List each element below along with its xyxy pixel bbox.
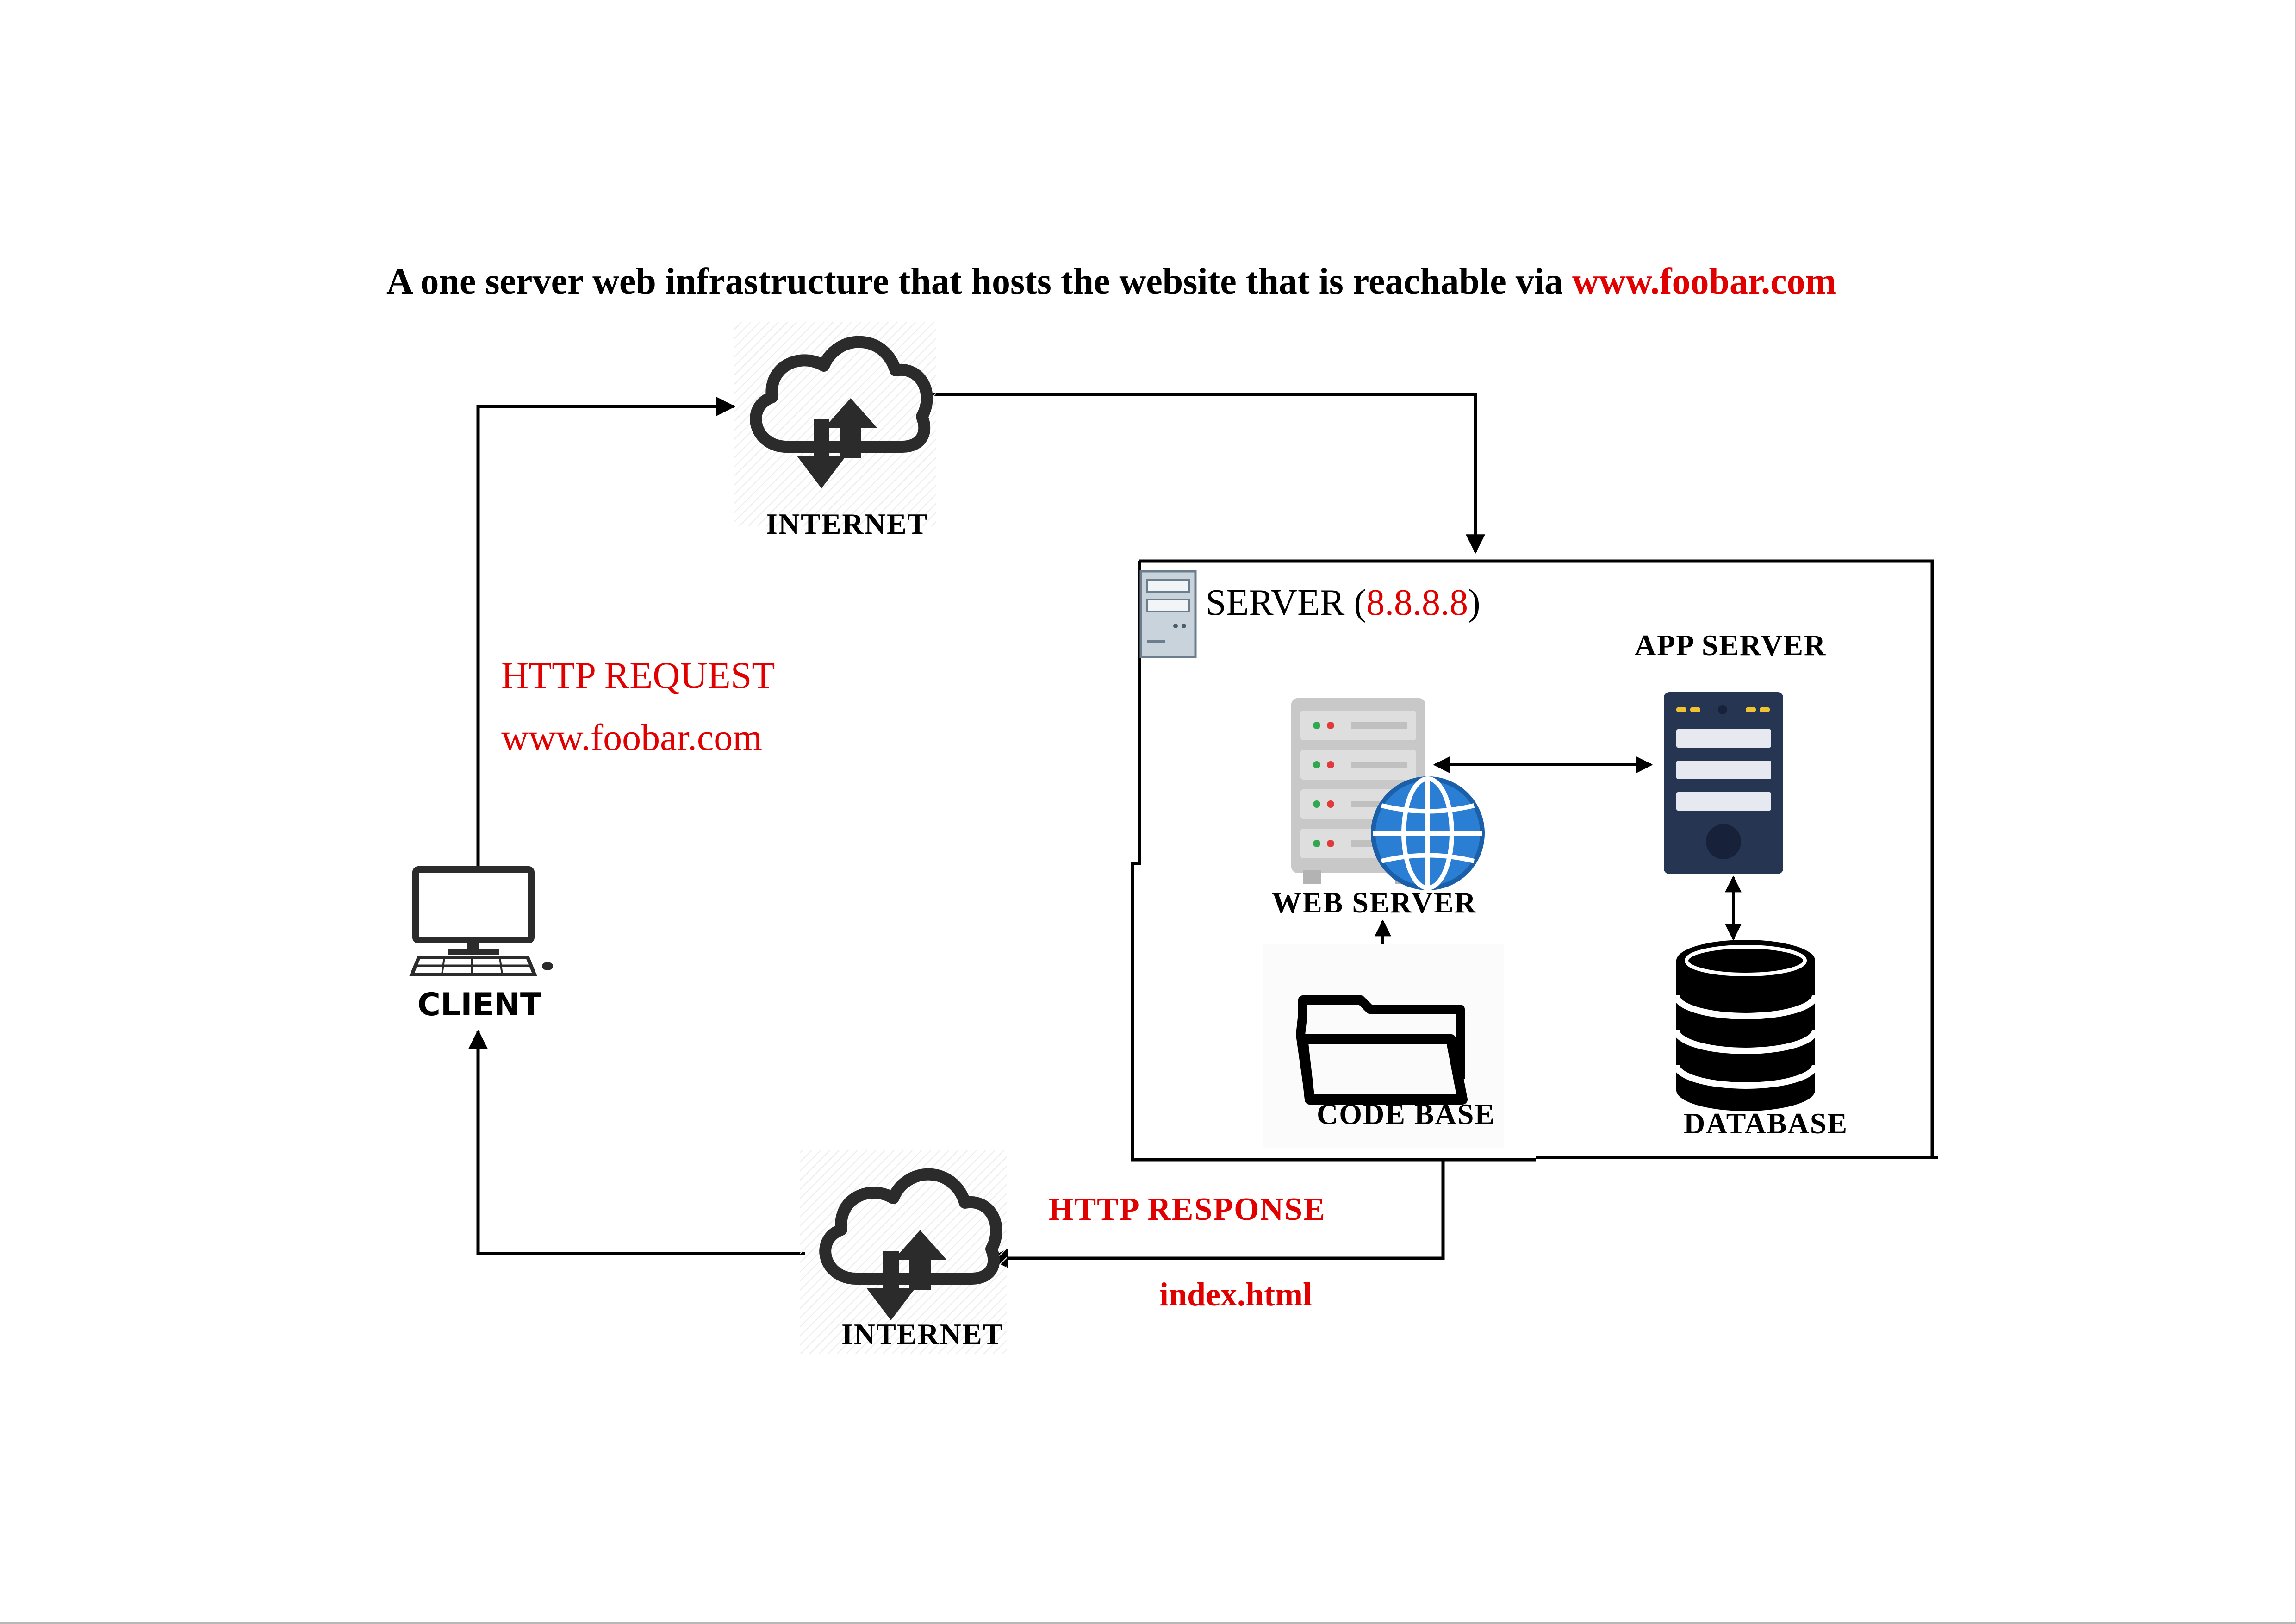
server-tower-icon — [1139, 570, 1197, 658]
http-request-url: www.foobar.com — [501, 716, 762, 758]
internet-top-label: INTERNET — [766, 507, 928, 540]
server-ip: 8.8.8.8 — [1366, 582, 1468, 623]
request-line-internet-to-server — [933, 393, 1485, 554]
folder-icon — [1263, 944, 1504, 1148]
page-right-edge — [2295, 0, 2296, 1624]
database-icon — [1673, 940, 1818, 1111]
response-line-internet-to-client — [468, 1029, 805, 1255]
server-box — [1131, 559, 1938, 1162]
internet-bottom-label: INTERNET — [841, 1318, 1004, 1350]
request-line-client-to-internet — [476, 397, 736, 866]
web-server-label: WEB SERVER — [1272, 886, 1477, 919]
server-title: SERVER (8.8.8.8) — [1206, 584, 1481, 621]
http-response-label: HTTP RESPONSE — [1048, 1192, 1326, 1227]
database-label: DATABASE — [1684, 1107, 1848, 1140]
cloud-upload-download-icon — [800, 1150, 1007, 1354]
cloud-upload-download-icon — [734, 322, 936, 526]
diagram-title: A one server web infrastructure that hos… — [386, 263, 1836, 300]
server-title-close: ) — [1468, 582, 1481, 623]
code-base-label: CODE BASE — [1317, 1098, 1496, 1131]
app-server-icon — [1664, 692, 1783, 874]
http-response-file: index.html — [1159, 1276, 1313, 1313]
client-label: CLIENT — [417, 987, 542, 1023]
globe-icon — [1371, 776, 1485, 890]
server-title-text: SERVER ( — [1206, 582, 1366, 623]
response-line-server-to-internet — [988, 1158, 1445, 1268]
title-domain: www.foobar.com — [1572, 261, 1836, 302]
app-server-label: APP SERVER — [1635, 629, 1827, 662]
page-bottom-edge — [0, 1622, 2296, 1624]
http-request-label: HTTP REQUEST — [501, 654, 775, 696]
title-text: A one server web infrastructure that hos… — [386, 261, 1572, 302]
desktop-computer-icon — [409, 866, 553, 976]
